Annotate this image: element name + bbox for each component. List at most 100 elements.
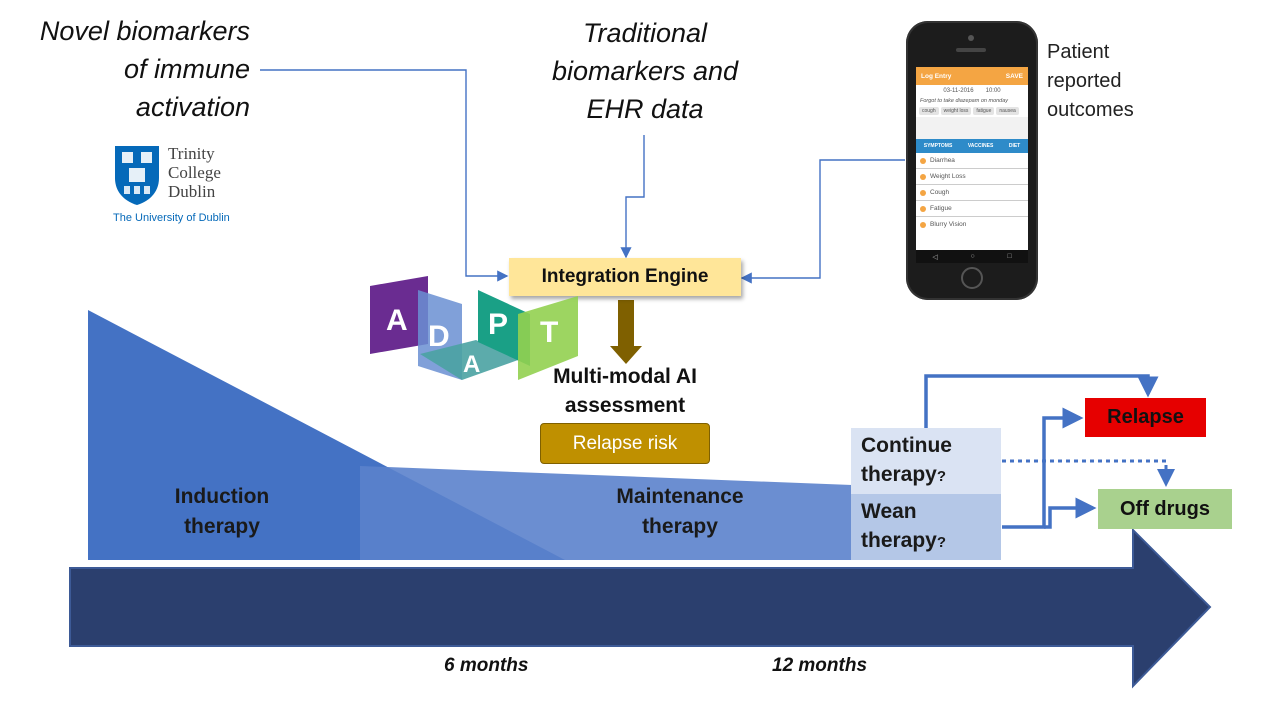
relapse-outcome-label: Relapse bbox=[1107, 406, 1184, 428]
recents-icon[interactable]: □ bbox=[1007, 253, 1012, 260]
phone-symptom-label: Diarrhea bbox=[930, 157, 955, 164]
maintenance-line-1: Maintenance bbox=[616, 485, 744, 508]
traditional-biomarkers-label: Traditional biomarkers and EHR data bbox=[520, 14, 770, 128]
home-icon[interactable]: ○ bbox=[970, 253, 975, 260]
adapt-letter-d: D bbox=[428, 320, 450, 353]
induction-line-1: Induction bbox=[174, 485, 270, 508]
maintenance-phase-shape bbox=[360, 466, 852, 560]
connector-patient-outcomes bbox=[740, 159, 905, 284]
orange-dot-icon bbox=[920, 221, 926, 228]
novel-biomarkers-line-1: Novel biomarkers bbox=[39, 16, 250, 46]
continue-therapy-box: Continue therapy? bbox=[851, 428, 1001, 494]
continue-line-2: therapy? bbox=[861, 463, 947, 486]
traditional-line-2: biomarkers and bbox=[551, 56, 739, 86]
multimodal-assessment-label: Multi-modal AI assessment bbox=[520, 362, 730, 420]
multimodal-line-2: assessment bbox=[564, 394, 686, 417]
orange-dot-icon bbox=[920, 157, 926, 164]
back-icon[interactable]: ◁ bbox=[932, 253, 938, 261]
phone-time[interactable]: 10:00 bbox=[985, 88, 1001, 94]
phone-tag[interactable]: nausea bbox=[996, 107, 1019, 115]
timeline-label-6-months: 6 months bbox=[444, 655, 529, 676]
phone-device: Log Entry SAVE 03-11-2016 10:00 Forgot t… bbox=[906, 21, 1038, 300]
relapse-risk-box: Relapse risk bbox=[540, 423, 710, 464]
phone-tab-vaccines[interactable]: VACCINES bbox=[967, 143, 994, 149]
adapt-letter-a1: A bbox=[386, 304, 408, 337]
adapt-tile-p bbox=[478, 290, 530, 366]
adapt-tile-t bbox=[518, 296, 578, 380]
phone-symptom-item[interactable]: Fatigue bbox=[916, 201, 1028, 217]
maintenance-therapy-label: Maintenance therapy bbox=[590, 482, 770, 542]
phone-symptom-list: Diarrhea Weight Loss Cough Fatigue Blurr… bbox=[916, 153, 1028, 232]
tcd-name-line-3: Dublin bbox=[168, 182, 216, 201]
adapt-letter-t: T bbox=[540, 316, 558, 349]
patient-line-2: reported bbox=[1047, 70, 1122, 92]
phone-tags: cough weight loss fatigue nausea bbox=[916, 105, 1028, 117]
tcd-name-line-2: College bbox=[168, 163, 221, 182]
connector-novel-biomarkers bbox=[260, 69, 509, 282]
orange-dot-icon bbox=[920, 173, 926, 180]
continue-line-1: Continue bbox=[861, 434, 952, 457]
engine-to-assessment-arrow bbox=[610, 300, 642, 364]
phone-date-row: 03-11-2016 10:00 bbox=[916, 85, 1028, 97]
phone-symptom-item[interactable]: Diarrhea bbox=[916, 153, 1028, 169]
phone-symptom-item[interactable]: Cough bbox=[916, 185, 1028, 201]
phone-save-button[interactable]: SAVE bbox=[1005, 72, 1023, 80]
adapt-letter-a2: A bbox=[463, 351, 480, 378]
phone-tag[interactable]: cough bbox=[919, 107, 939, 115]
phone-camera bbox=[968, 35, 974, 41]
phone-screen: Log Entry SAVE 03-11-2016 10:00 Forgot t… bbox=[916, 67, 1028, 263]
phone-nav-bar: ◁ ○ □ bbox=[916, 250, 1028, 263]
multimodal-line-1: Multi-modal AI bbox=[553, 365, 697, 388]
phone-header-title: Log Entry bbox=[921, 72, 952, 80]
phone-tab-diet[interactable]: DIET bbox=[1008, 143, 1021, 149]
novel-biomarkers-line-2: of immune bbox=[123, 54, 250, 84]
timeline-arrow bbox=[69, 527, 1212, 689]
patient-line-3: outcomes bbox=[1047, 99, 1134, 121]
phone-symptom-label: Weight Loss bbox=[930, 173, 966, 180]
phone-tab-symptoms[interactable]: SYMPTOMS bbox=[923, 143, 953, 149]
induction-therapy-label: Induction therapy bbox=[146, 482, 298, 542]
maintenance-line-2: therapy bbox=[642, 515, 718, 538]
phone-symptom-item[interactable]: Blurry Vision bbox=[916, 217, 1028, 232]
novel-biomarkers-line-3: activation bbox=[135, 92, 250, 122]
wean-line-2: therapy? bbox=[861, 529, 947, 552]
adapt-letter-p: P bbox=[488, 308, 508, 341]
phone-home-button[interactable] bbox=[961, 267, 983, 289]
adapt-tile-a2 bbox=[420, 340, 518, 380]
induction-line-2: therapy bbox=[184, 515, 260, 538]
orange-dot-icon bbox=[920, 205, 926, 212]
phone-header: Log Entry SAVE bbox=[916, 67, 1028, 85]
off-drugs-outcome-label: Off drugs bbox=[1120, 497, 1210, 520]
wean-to-off-drugs-arrow bbox=[1044, 497, 1097, 529]
phone-symptom-label: Blurry Vision bbox=[930, 221, 967, 228]
wean-therapy-box: Wean therapy? bbox=[851, 494, 1001, 560]
wean-to-relapse-arrow bbox=[1002, 407, 1084, 529]
phone-symptom-label: Fatigue bbox=[930, 205, 952, 212]
integration-engine-box: Integration Engine bbox=[509, 258, 741, 296]
phone-tag[interactable]: fatigue bbox=[973, 107, 995, 115]
phone-note[interactable]: Forgot to take diazepam on monday bbox=[920, 98, 1009, 104]
phone-symptom-label: Cough bbox=[930, 189, 950, 196]
patient-reported-outcomes-label: Patient reported outcomes bbox=[1047, 38, 1134, 125]
traditional-line-3: EHR data bbox=[586, 94, 704, 124]
tcd-crest-icon bbox=[115, 146, 159, 205]
off-drugs-outcome-box: Off drugs bbox=[1098, 489, 1232, 529]
phone-speaker bbox=[956, 48, 986, 52]
novel-biomarkers-label: Novel biomarkers of immune activation bbox=[14, 12, 250, 126]
phone-tab-bar: SYMPTOMS VACCINES DIET bbox=[916, 139, 1028, 153]
continue-to-relapse-arrow bbox=[924, 374, 1159, 430]
wean-line-1: Wean bbox=[861, 500, 917, 523]
tcd-name-line-1: Trinity bbox=[168, 144, 215, 163]
tcd-logo: Trinity College Dublin The University of… bbox=[112, 144, 252, 228]
phone-tag[interactable]: weight loss bbox=[940, 107, 972, 115]
phone-date[interactable]: 03-11-2016 bbox=[943, 88, 974, 94]
relapse-outcome-box: Relapse bbox=[1085, 398, 1206, 437]
relapse-risk-label: Relapse risk bbox=[572, 432, 678, 454]
tcd-tagline: The University of Dublin bbox=[113, 212, 230, 224]
question-mark: ? bbox=[936, 468, 947, 485]
integration-engine-label: Integration Engine bbox=[541, 266, 709, 287]
phone-symptom-item[interactable]: Weight Loss bbox=[916, 169, 1028, 185]
question-mark: ? bbox=[936, 534, 947, 551]
connector-traditional-biomarkers bbox=[620, 135, 645, 259]
